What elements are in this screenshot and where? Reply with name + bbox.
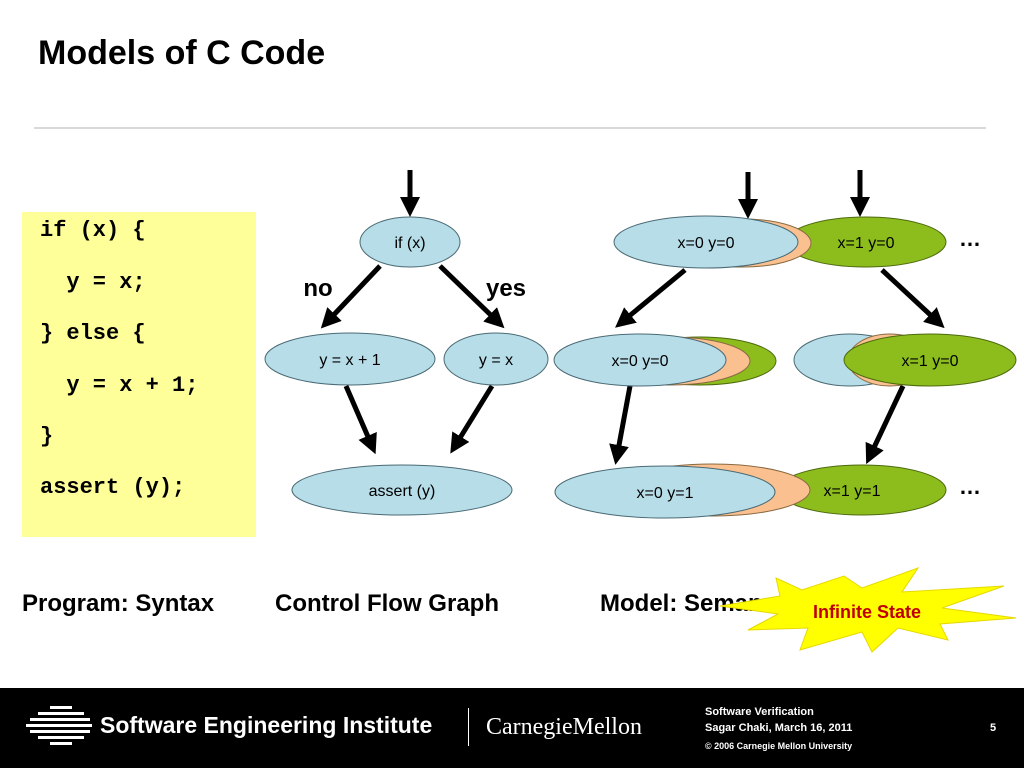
footer-bar: Software Engineering Institute CarnegieM… (0, 688, 1024, 768)
cfg-edge-no (320, 264, 382, 329)
svg-text:y = x: y = x (479, 352, 513, 369)
cfg-label-no: no (303, 275, 332, 302)
code-line: assert (y); (40, 475, 186, 500)
code-line: } (40, 424, 54, 449)
svg-text:y = x + 1: y = x + 1 (319, 352, 380, 369)
footer-course: Software Verification (705, 706, 814, 718)
model-ellipsis-top: … (959, 226, 981, 251)
title-divider (34, 127, 986, 129)
code-line: } else { (40, 321, 146, 346)
code-line: y = x; (40, 270, 146, 295)
svg-text:x=0 y=0: x=0 y=0 (678, 235, 735, 252)
model-node-top-right: x=1 y=0 (785, 216, 947, 268)
code-panel (22, 212, 256, 537)
cfg-node-assert: assert (y) (291, 464, 513, 516)
starburst-layer: Infinite State (719, 567, 1017, 653)
footer-divider (468, 708, 469, 746)
cfg-edge-then-assert (450, 384, 495, 454)
infinite-state-starburst: Infinite State (719, 567, 1017, 653)
model-edge-mid-left (609, 385, 633, 465)
cfg-label-yes: yes (486, 275, 526, 302)
model-edge-top-right (880, 268, 945, 329)
cfg-edge-yes (438, 264, 505, 329)
caption-control-flow-graph: Control Flow Graph (275, 590, 499, 617)
footer-copyright: © 2006 Carnegie Mellon University (705, 741, 853, 751)
cfg-node-if: if (x) (359, 216, 461, 268)
model-edge-mid-right (865, 384, 906, 465)
code-line: if (x) { (40, 218, 146, 243)
model-edge-top-left (615, 268, 687, 328)
page-number: 5 (990, 722, 997, 734)
sei-globe-icon (26, 706, 92, 745)
svg-text:x=1 y=0: x=1 y=0 (902, 353, 959, 370)
svg-text:assert (y): assert (y) (369, 483, 436, 500)
svg-text:x=0 y=0: x=0 y=0 (612, 353, 669, 370)
diagram-canvas: if (x) no yes y = x + 1 y = x assert (y)… (264, 170, 1017, 519)
svg-text:if (x): if (x) (394, 235, 425, 252)
svg-text:x=1 y=1: x=1 y=1 (824, 483, 881, 500)
model-node-mid-right: x=1 y=0 (843, 333, 1017, 387)
model-node-bottom-right: x=1 y=1 (777, 464, 947, 516)
infinite-state-label: Infinite State (813, 602, 921, 622)
footer-author-date: Sagar Chaki, March 16, 2011 (705, 722, 853, 734)
model-ellipsis-bottom: … (959, 474, 981, 499)
svg-text:x=1 y=0: x=1 y=0 (838, 235, 895, 252)
cfg-edge-else-assert (343, 385, 377, 455)
model-node-bottom-left: x=0 y=1 (554, 465, 776, 519)
sei-wordmark: Software Engineering Institute (100, 712, 433, 738)
model-node-mid-left: x=0 y=0 (553, 333, 727, 387)
cfg-node-else: y = x + 1 (264, 332, 436, 386)
model-node-top-left: x=0 y=0 (613, 215, 799, 269)
svg-text:x=0 y=1: x=0 y=1 (637, 485, 694, 502)
slide-title: Models of C Code (38, 34, 326, 72)
cmu-wordmark: CarnegieMellon (486, 714, 642, 740)
cfg-node-then: y = x (443, 332, 549, 386)
code-line: y = x + 1; (40, 373, 199, 398)
caption-program-syntax: Program: Syntax (22, 590, 215, 617)
